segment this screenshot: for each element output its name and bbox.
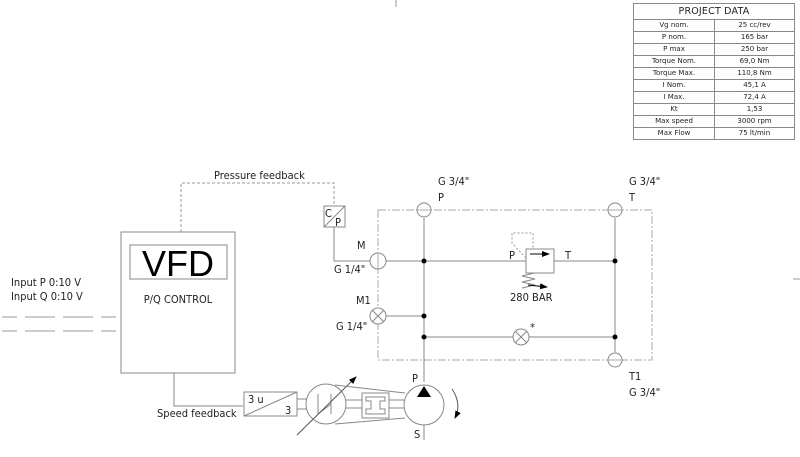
row-value: 250 bar [714,43,795,56]
speed-feedback-label: Speed feedback [157,407,237,420]
row-value: 45,1 A [714,79,795,92]
port-t1-size: G 3/4" [629,386,660,399]
port-t1-name: T1 [628,370,641,383]
row-value: 72,4 A [714,91,795,104]
input-signal-lines [2,316,116,332]
relief-valve [511,232,555,290]
relief-port-t: T [564,249,572,262]
table-row: Torque Max.110,8 Nm [633,67,795,80]
pressure-feedback-line [180,182,335,232]
manifold-boundary [377,209,653,361]
row-label: P nom. [633,31,715,44]
transducer-c-label: C [325,207,332,220]
port-p-size: G 3/4" [438,175,469,188]
row-value: 110,8 Nm [714,67,795,80]
transducer-line [333,227,370,262]
orifice-mark: * [530,321,535,334]
row-label: Torque Max. [633,67,715,80]
vfd-box [120,231,236,374]
row-label: Torque Nom. [633,55,715,68]
port-m-name: M [357,239,366,252]
row-label: Max Flow [633,127,715,140]
pump-port-s: S [414,428,420,441]
junction-dots [421,258,618,340]
table-row: Torque Nom.69,0 Nm [633,55,795,68]
port-t-name: T [628,191,636,204]
row-value: 75 lt/min [714,127,795,140]
table-row: P nom.165 bar [633,31,795,44]
table-row: I Max.72,4 A [633,91,795,104]
encoder-top-label: 3 u [248,393,264,406]
vfd-title: VFD [142,243,214,284]
table-row: I Nom.45,1 A [633,79,795,92]
row-label: P max [633,43,715,56]
row-label: Kt [633,103,715,116]
row-label: I Max. [633,91,715,104]
row-value: 25 cc/rev [714,19,795,32]
encoder [243,391,298,417]
orifice-gauge [512,328,530,346]
row-value: 69,0 Nm [714,55,795,68]
row-value: 1,53 [714,103,795,116]
vfd-title-box [129,244,228,280]
electric-motor [296,376,357,436]
speed-feedback-line [173,373,243,407]
encoder-bottom-label: 3 [285,404,291,417]
transducer-p-label: P [335,216,341,229]
pump-port-p: P [412,372,418,385]
port-p-name: P [438,191,444,204]
vfd-subtitle: P/Q CONTROL [144,293,213,306]
row-label: Max speed [633,115,715,128]
port-t-size: G 3/4" [629,175,660,188]
row-label: I Nom. [633,79,715,92]
pressure-transducer: C P [323,205,346,229]
relief-port-p: P [509,249,515,262]
hydraulic-pump [403,384,461,440]
port-m1-size: G 1/4" [336,320,367,333]
table-row: Vg nom.25 cc/rev [633,19,795,32]
port-m-size: G 1/4" [334,263,365,276]
row-value: 165 bar [714,31,795,44]
coupling [361,392,390,419]
port-m1-gauge [369,307,387,325]
input-p-label: Input P 0:10 V [11,276,81,289]
pressure-feedback-label: Pressure feedback [214,169,305,182]
input-q-label: Input Q 0:10 V [11,290,83,303]
row-label: Vg nom. [633,19,715,32]
relief-setting: 280 BAR [510,291,553,304]
project-data-table: PROJECT DATA Vg nom.25 cc/rev P nom.165 … [633,3,795,140]
project-data-title: PROJECT DATA [633,3,795,20]
port-m1-name: M1 [356,294,371,307]
row-value: 3000 rpm [714,115,795,128]
